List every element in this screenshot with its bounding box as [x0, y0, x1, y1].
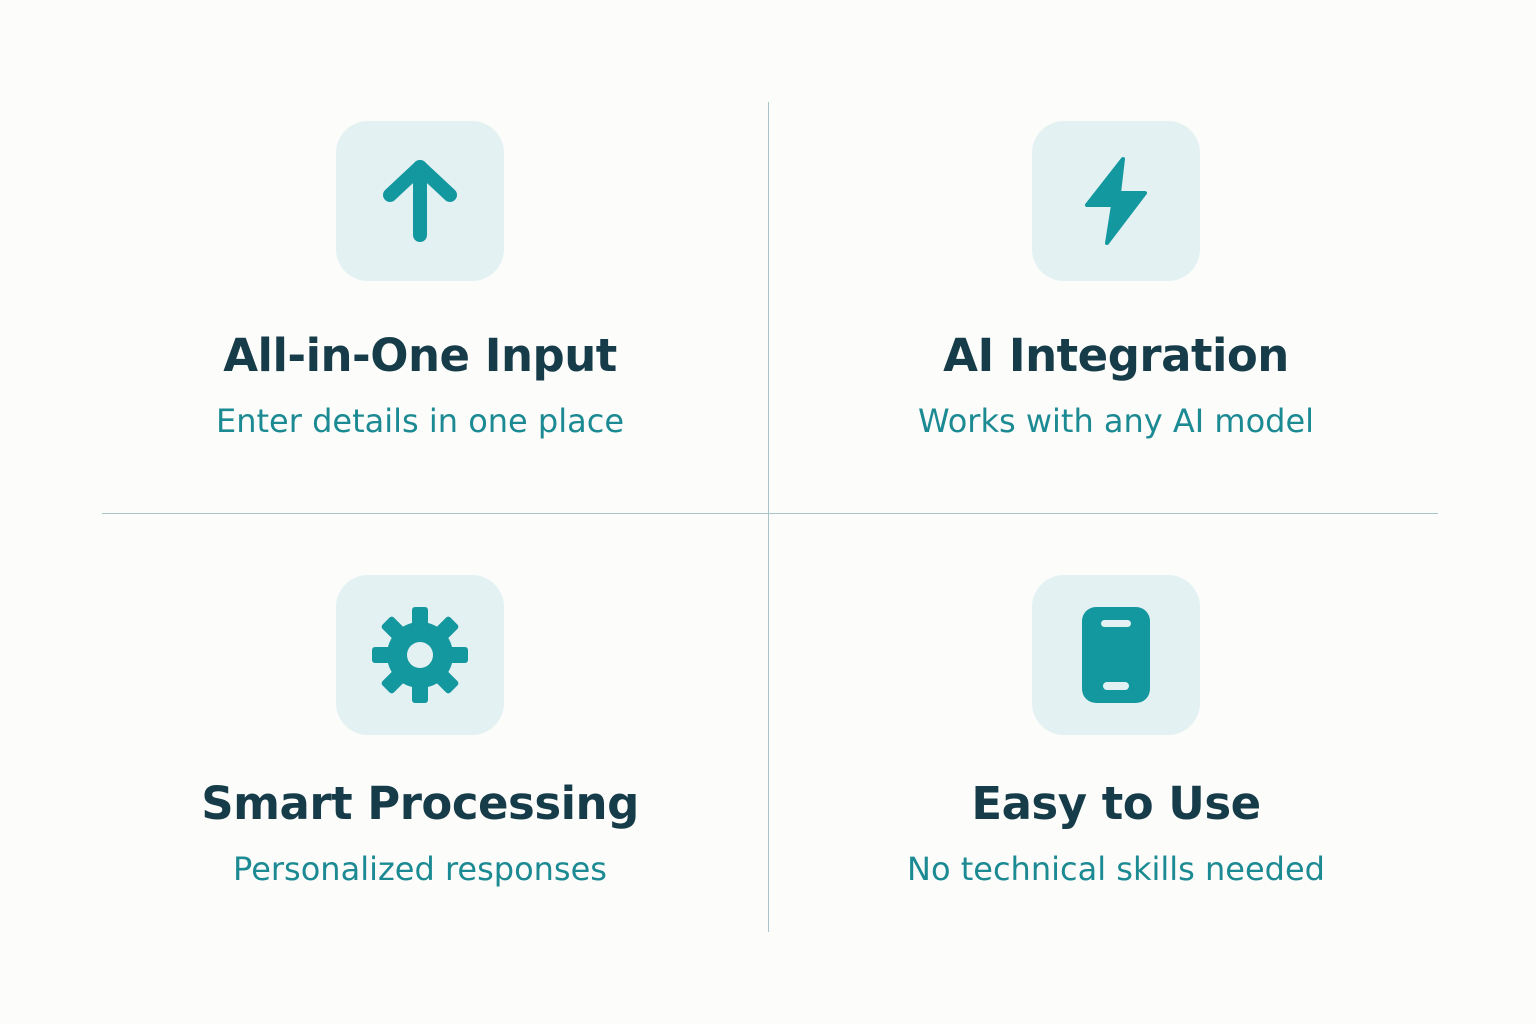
- icon-tile: [336, 121, 504, 281]
- feature-title: All-in-One Input: [223, 329, 617, 382]
- vertical-divider: [768, 102, 769, 932]
- feature-easy-to-use: Easy to Use No technical skills needed: [796, 575, 1436, 885]
- feature-title: AI Integration: [943, 329, 1289, 382]
- feature-subtitle: Personalized responses: [233, 850, 607, 888]
- feature-all-in-one-input: All-in-One Input Enter details in one pl…: [100, 121, 740, 437]
- horizontal-divider: [102, 513, 1438, 514]
- lightning-bolt-icon: [1085, 157, 1147, 245]
- feature-subtitle: No technical skills needed: [907, 850, 1325, 888]
- feature-subtitle: Enter details in one place: [216, 402, 624, 440]
- smartphone-icon: [1082, 607, 1150, 703]
- arrow-up-icon: [383, 160, 457, 242]
- feature-subtitle: Works with any AI model: [917, 402, 1315, 440]
- feature-smart-processing: Smart Processing Personalized responses: [100, 575, 740, 885]
- feature-title: Smart Processing: [201, 777, 639, 830]
- feature-ai-integration: AI Integration Works with any AI model: [796, 121, 1436, 437]
- icon-tile: [1032, 575, 1200, 735]
- gear-icon: [372, 607, 468, 703]
- feature-title: Easy to Use: [971, 777, 1261, 830]
- icon-tile: [1032, 121, 1200, 281]
- icon-tile: [336, 575, 504, 735]
